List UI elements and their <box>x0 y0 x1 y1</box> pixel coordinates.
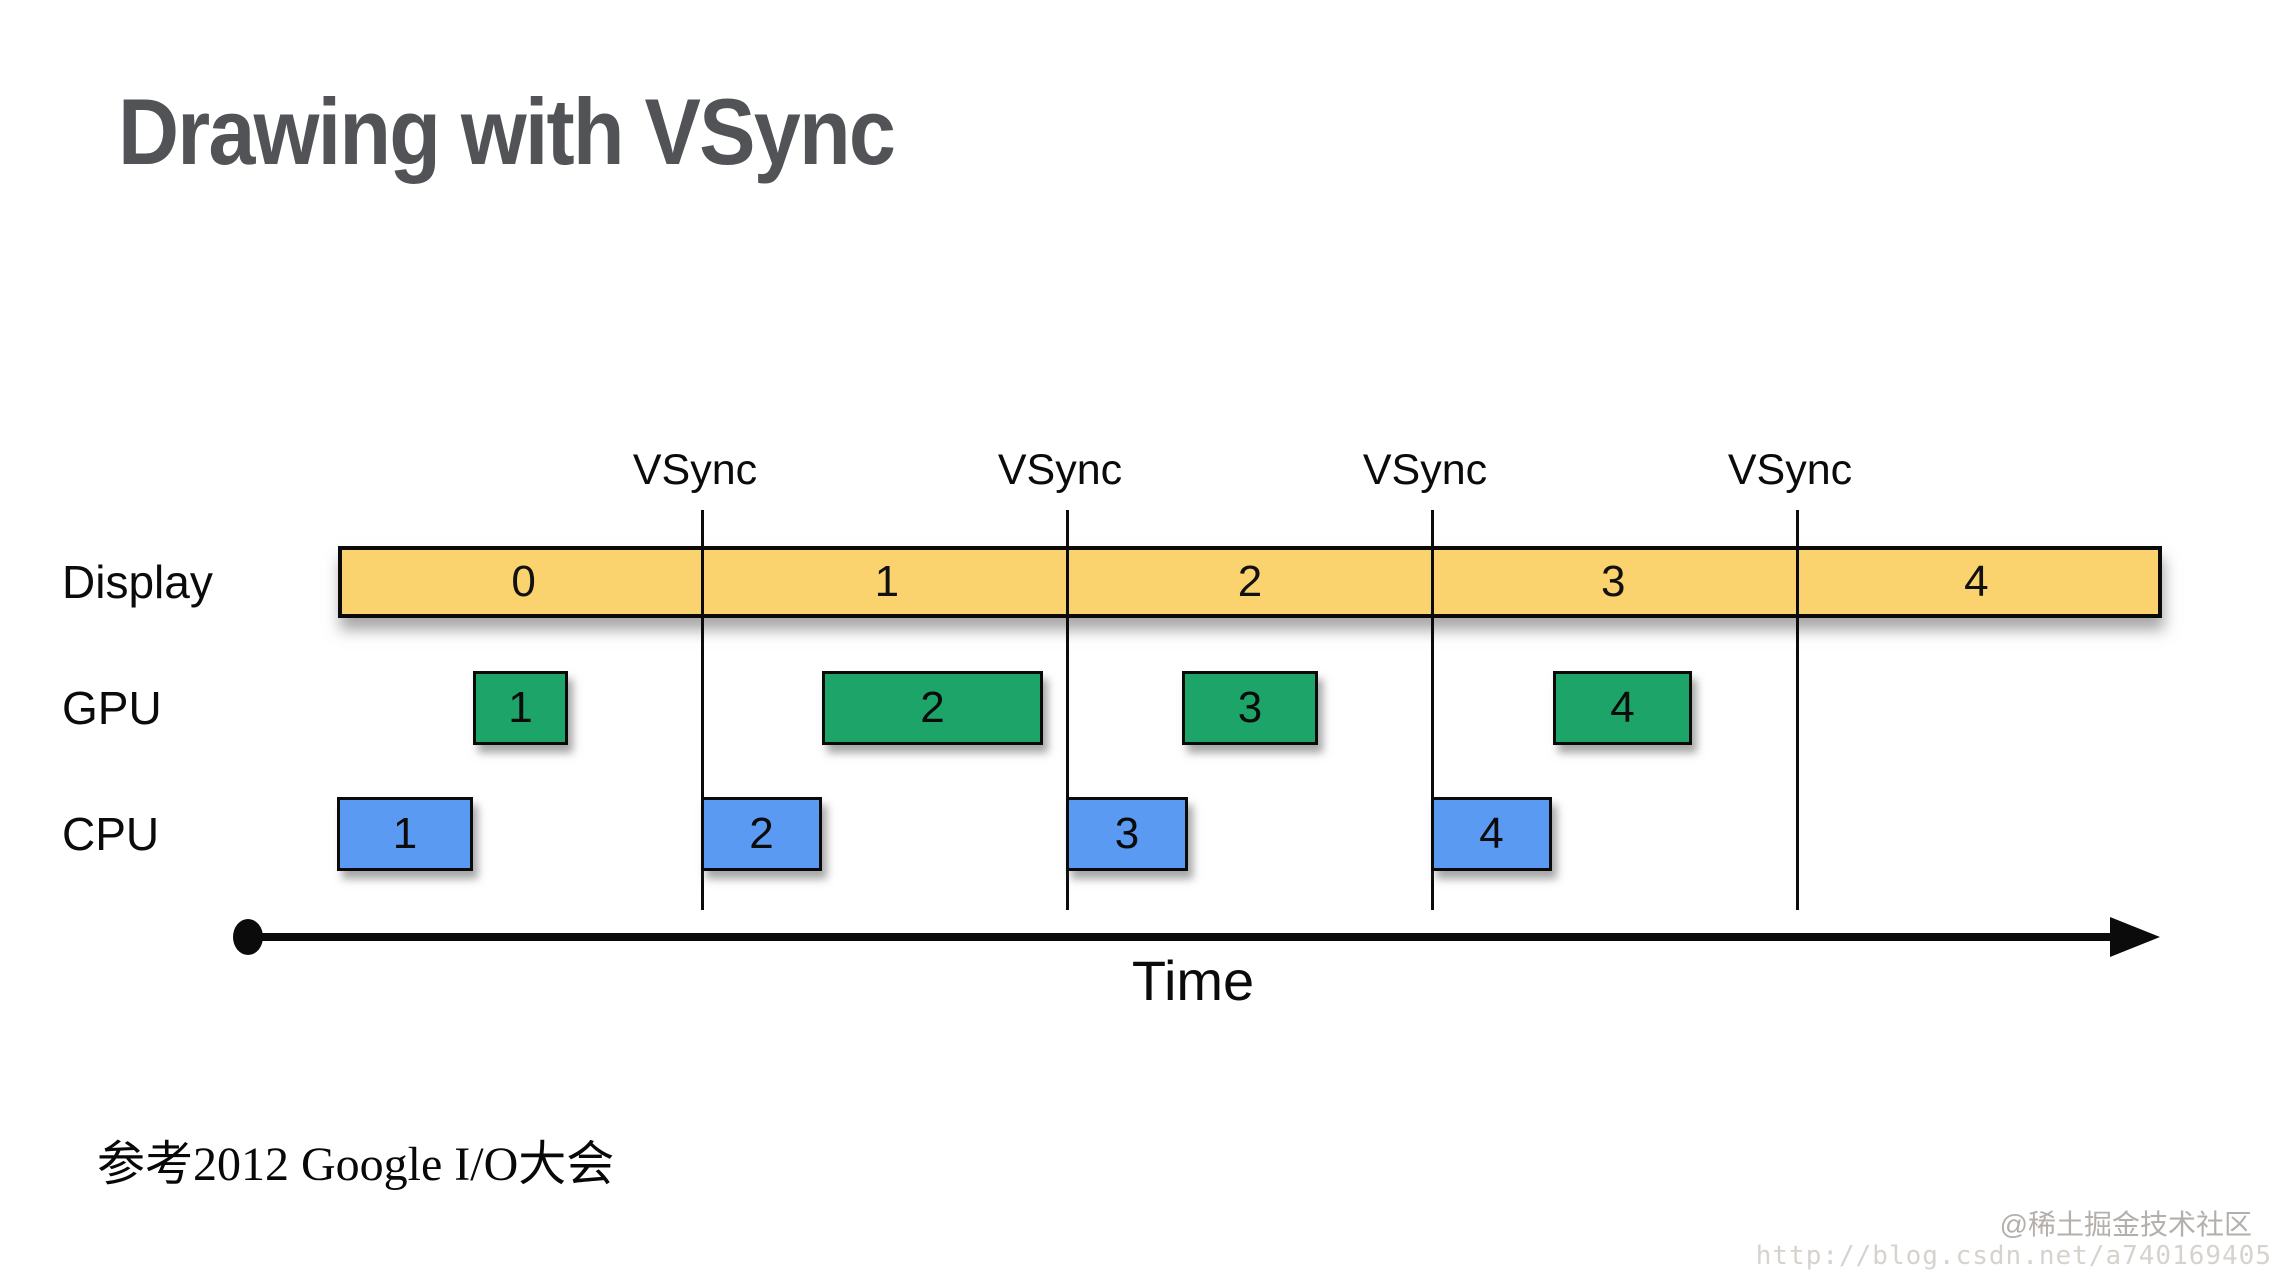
vsync-label-4: VSync <box>1727 446 1853 494</box>
display-frame-2: 2 <box>1237 557 1263 606</box>
display-frame-0: 0 <box>511 557 536 606</box>
watermark-url: http://blog.csdn.net/a740169405 <box>1755 1241 2272 1272</box>
watermark: @稀土掘金技术社区 http://blog.csdn.net/a74016940… <box>1756 1208 2272 1272</box>
time-axis-line <box>250 933 2112 941</box>
vsync-label-1: VSync <box>632 446 758 494</box>
page-title: Drawing with VSync <box>118 79 896 184</box>
vsync-label-2: VSync <box>997 446 1123 494</box>
vsync-line-3 <box>1431 510 1434 910</box>
vsync-line-4 <box>1796 510 1799 910</box>
gpu-block-4: 4 <box>1553 671 1692 745</box>
row-label-gpu: GPU <box>62 682 162 734</box>
time-axis-label: Time <box>1131 949 1255 1012</box>
cpu-block-3: 3 <box>1066 797 1188 871</box>
cpu-block-1: 1 <box>337 797 473 871</box>
footnote-reference: 参考2012 Google I/O大会 <box>97 1138 615 1191</box>
row-label-display: Display <box>62 556 213 608</box>
gpu-block-1: 1 <box>473 671 568 745</box>
display-frame-1: 1 <box>874 557 900 606</box>
vsync-line-1 <box>701 510 704 910</box>
display-frame-3: 3 <box>1600 557 1626 606</box>
cpu-block-4: 4 <box>1431 797 1552 871</box>
gpu-block-3: 3 <box>1182 671 1318 745</box>
vsync-line-2 <box>1066 510 1069 910</box>
row-label-cpu: CPU <box>62 808 160 860</box>
gpu-block-2: 2 <box>822 671 1043 745</box>
time-axis-arrowhead-icon <box>2110 917 2160 957</box>
cpu-block-2: 2 <box>701 797 822 871</box>
display-frame-4: 4 <box>1964 557 1989 606</box>
display-frame-bar: 0 1 2 3 4 <box>338 546 2162 618</box>
watermark-community: @稀土掘金技术社区 <box>1999 1209 2252 1240</box>
vsync-label-3: VSync <box>1362 446 1488 494</box>
